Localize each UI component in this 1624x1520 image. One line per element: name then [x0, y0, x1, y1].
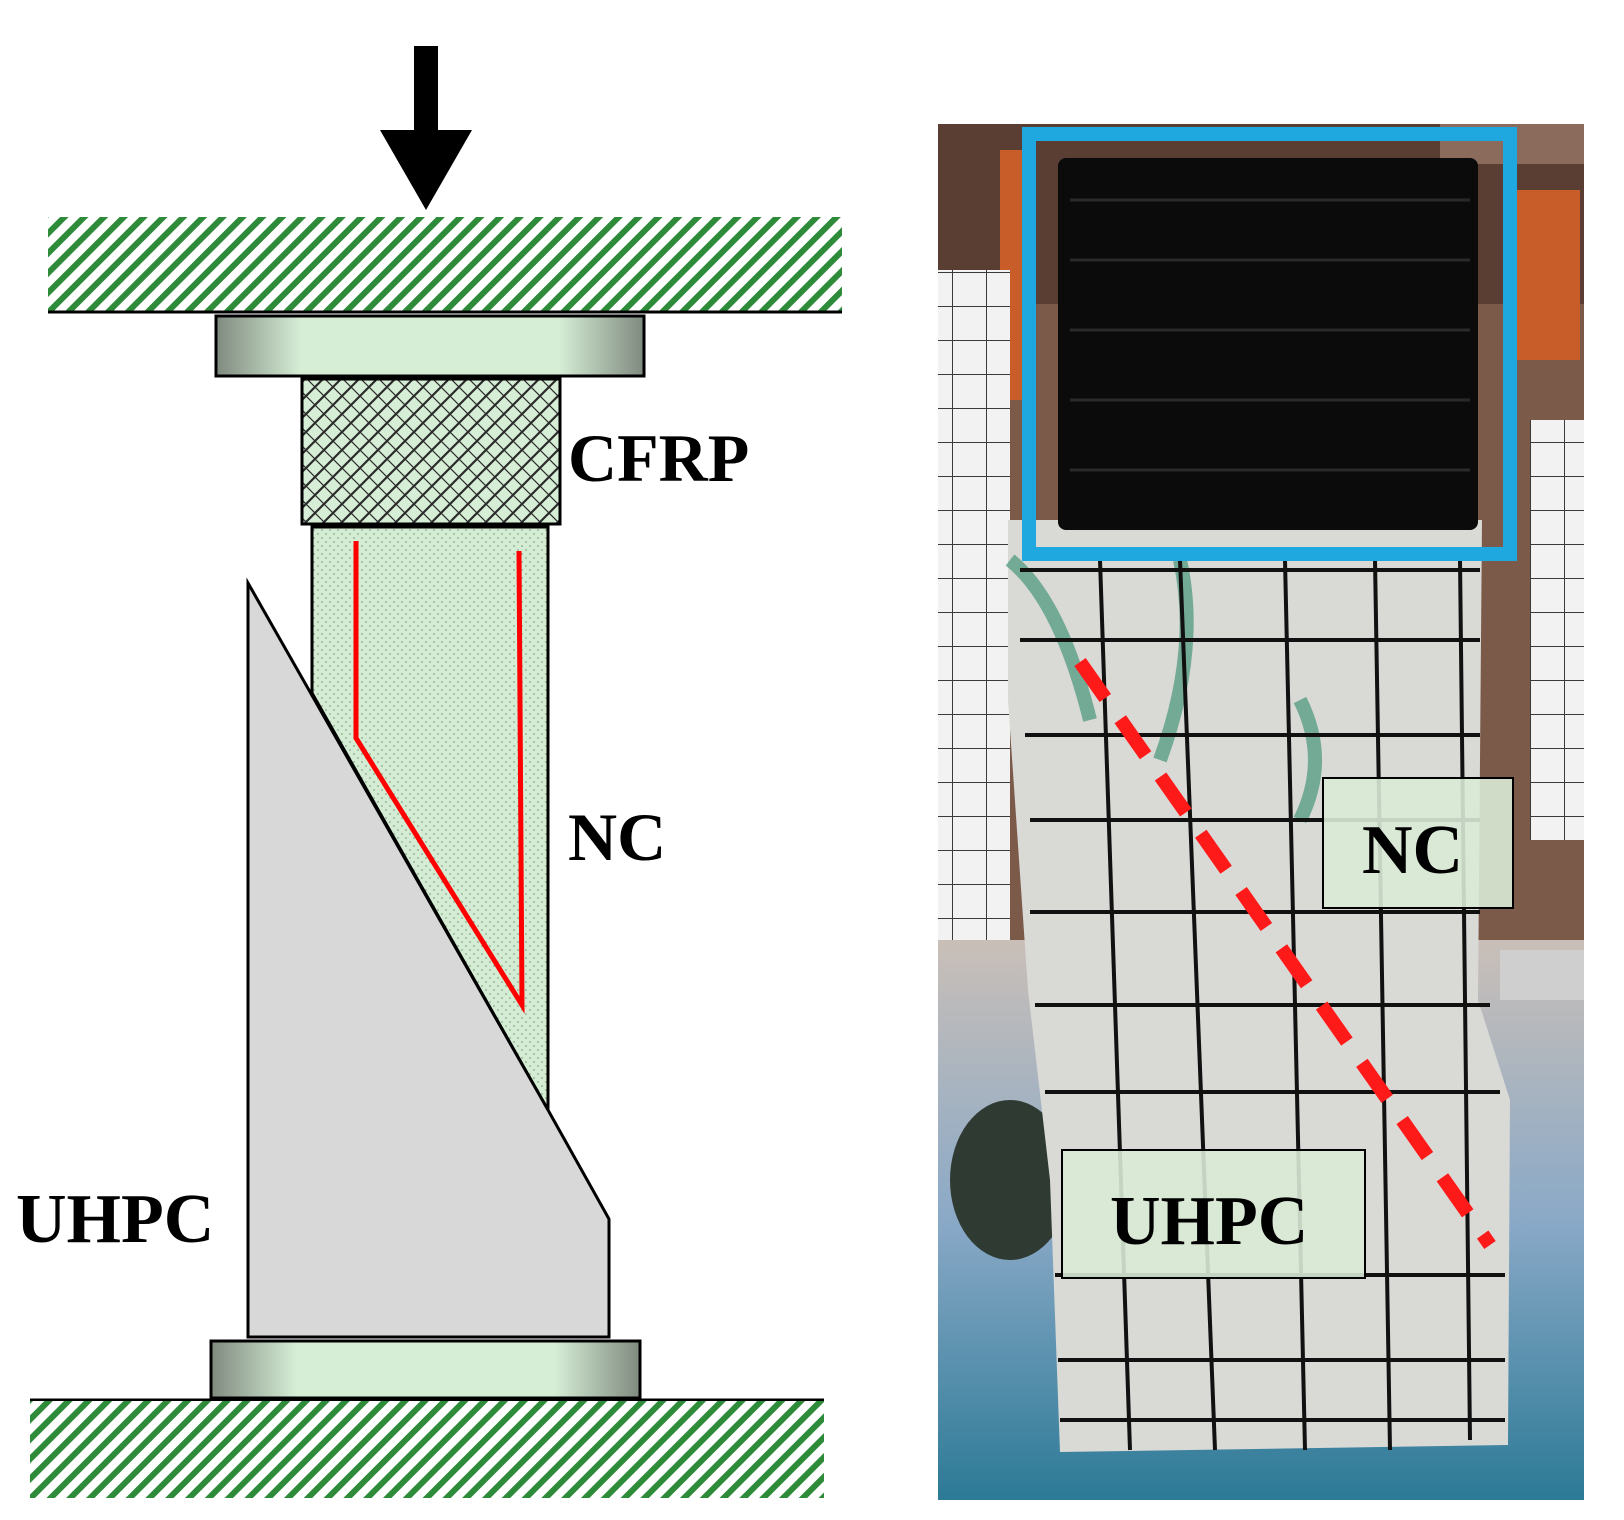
photo-label-uhpc-box	[1061, 1149, 1366, 1279]
label-cfrp: CFRP	[568, 420, 749, 496]
crack-line	[353, 541, 525, 1014]
cfrp-highlight-box	[1022, 127, 1517, 561]
label-uhpc: UHPC	[16, 1181, 214, 1258]
photo-label-nc: NC	[1362, 812, 1463, 889]
photo-label-nc-box	[1322, 777, 1514, 909]
bottom-bearing-plate	[209, 1339, 642, 1400]
label-nc: NC	[568, 799, 666, 875]
specimen-photo: NC UHPC	[938, 124, 1584, 1500]
top-platen	[48, 217, 842, 312]
top-bearing-plate	[214, 314, 646, 378]
interface-dashed-line	[1074, 657, 1496, 1250]
photo-label-uhpc: UHPC	[1110, 1183, 1308, 1260]
load-arrow-icon	[380, 46, 472, 210]
uhpc-block	[246, 577, 611, 1339]
background-grid-column-left	[938, 270, 1010, 970]
background-grid-column-right	[1530, 420, 1584, 840]
test-setup-schematic: CFRP NC UHPC	[16, 46, 842, 1498]
bottom-platen	[30, 1401, 824, 1498]
cfrp-wrap	[1058, 158, 1478, 530]
cfrp-jacket	[300, 377, 562, 526]
